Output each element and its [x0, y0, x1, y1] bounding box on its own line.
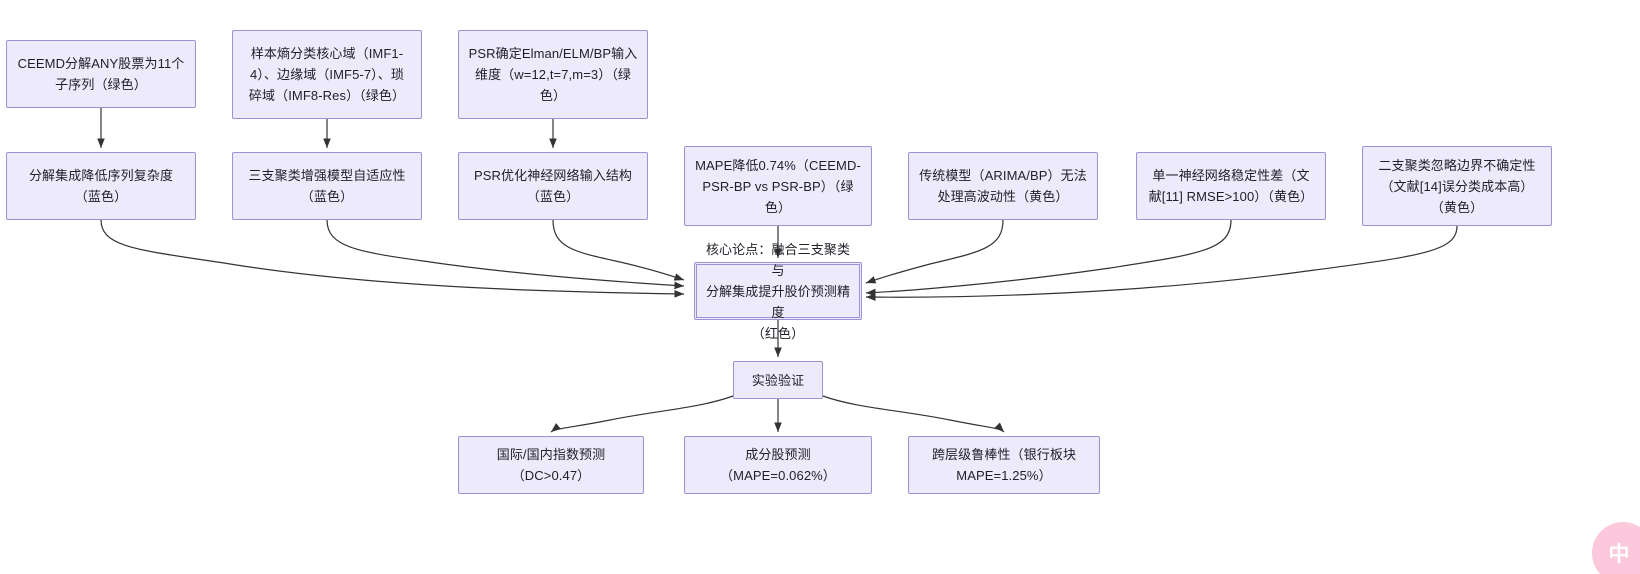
node-index-forecast-result[interactable]: 国际/国内指数预测 （DC>0.47） — [458, 436, 644, 494]
node-label: 分解集成降低序列复杂度 （蓝色） — [28, 168, 174, 204]
node-label: 实验验证 — [751, 372, 805, 388]
node-label: 传统模型（ARIMA/BP）无法 处理高波动性（黄色） — [919, 168, 1087, 204]
node-label: 三支聚类增强模型自适应性 （蓝色） — [248, 168, 406, 204]
edge-n10-core — [865, 225, 1458, 301]
node-single-network-instability[interactable]: 单一神经网络稳定性差（文 献[11] RMSE>100）（黄色） — [1136, 152, 1326, 220]
node-label: CEEMD分解ANY股票为11个 子序列（绿色） — [17, 56, 185, 92]
node-two-way-clustering-limitation[interactable]: 二支聚类忽略边界不确定性 （文献[14]误分类成本高） （黄色） — [1362, 146, 1552, 226]
node-label: MAPE降低0.74%（CEEMD- PSR-BP vs PSR-BP）（绿 色… — [695, 157, 861, 215]
node-label: 成分股预测 （MAPE=0.062%） — [720, 447, 836, 483]
node-sample-entropy-classification[interactable]: 样本熵分类核心域（IMF1- 4）、边缘域（IMF5-7）、琐 碎域（IMF8-… — [232, 30, 422, 119]
node-traditional-models-limitation[interactable]: 传统模型（ARIMA/BP）无法 处理高波动性（黄色） — [908, 152, 1098, 220]
watermark-badge: 中 — [1592, 522, 1640, 574]
node-label: 核心论点：融合三支聚类与 分解集成提升股价预测精度 （红色） — [705, 241, 851, 341]
node-label: 二支聚类忽略边界不确定性 （文献[14]误分类成本高） （黄色） — [1378, 157, 1536, 215]
node-experimental-validation[interactable]: 实验验证 — [733, 361, 823, 399]
node-label: PSR确定Elman/ELM/BP输入 维度（w=12,t=7,m=3）（绿 色… — [468, 46, 638, 103]
node-label: PSR优化神经网络输入结构 （蓝色） — [473, 168, 633, 204]
node-label: 国际/国内指数预测 （DC>0.47） — [496, 447, 606, 483]
edge-n5-core — [326, 219, 685, 290]
node-decomposition-reduces-complexity[interactable]: 分解集成降低序列复杂度 （蓝色） — [6, 152, 196, 220]
node-core-claim[interactable]: 核心论点：融合三支聚类与 分解集成提升股价预测精度 （红色） — [694, 242, 862, 341]
node-psr-optimizes-input-structure[interactable]: PSR优化神经网络输入结构 （蓝色） — [458, 152, 648, 220]
edge-validation-n13 — [550, 395, 734, 433]
node-cross-level-robustness-result[interactable]: 跨层级鲁棒性（银行板块 MAPE=1.25%） — [908, 436, 1100, 494]
node-label: 跨层级鲁棒性（银行板块 MAPE=1.25%） — [931, 447, 1077, 483]
node-label: 单一神经网络稳定性差（文 献[11] RMSE>100）（黄色） — [1148, 168, 1314, 204]
node-three-way-clustering-adaptivity[interactable]: 三支聚类增强模型自适应性 （蓝色） — [232, 152, 422, 220]
node-constituent-stock-forecast-result[interactable]: 成分股预测 （MAPE=0.062%） — [684, 436, 872, 494]
node-psr-input-dimension[interactable]: PSR确定Elman/ELM/BP输入 维度（w=12,t=7,m=3）（绿 色… — [458, 30, 648, 119]
watermark-text: 中 — [1608, 543, 1630, 566]
node-mape-improvement[interactable]: MAPE降低0.74%（CEEMD- PSR-BP vs PSR-BP）（绿 色… — [684, 146, 872, 226]
edge-validation-n15 — [822, 395, 1005, 433]
edge-n8-core — [865, 219, 1004, 284]
edge-n6-core — [552, 219, 685, 281]
edge-n9-core — [865, 219, 1232, 297]
node-label: 样本熵分类核心域（IMF1- 4）、边缘域（IMF5-7）、琐 碎域（IMF8-… — [248, 46, 406, 103]
edge-n4-core — [100, 219, 685, 298]
node-ceemd-decomposition[interactable]: CEEMD分解ANY股票为11个 子序列（绿色） — [6, 40, 196, 108]
